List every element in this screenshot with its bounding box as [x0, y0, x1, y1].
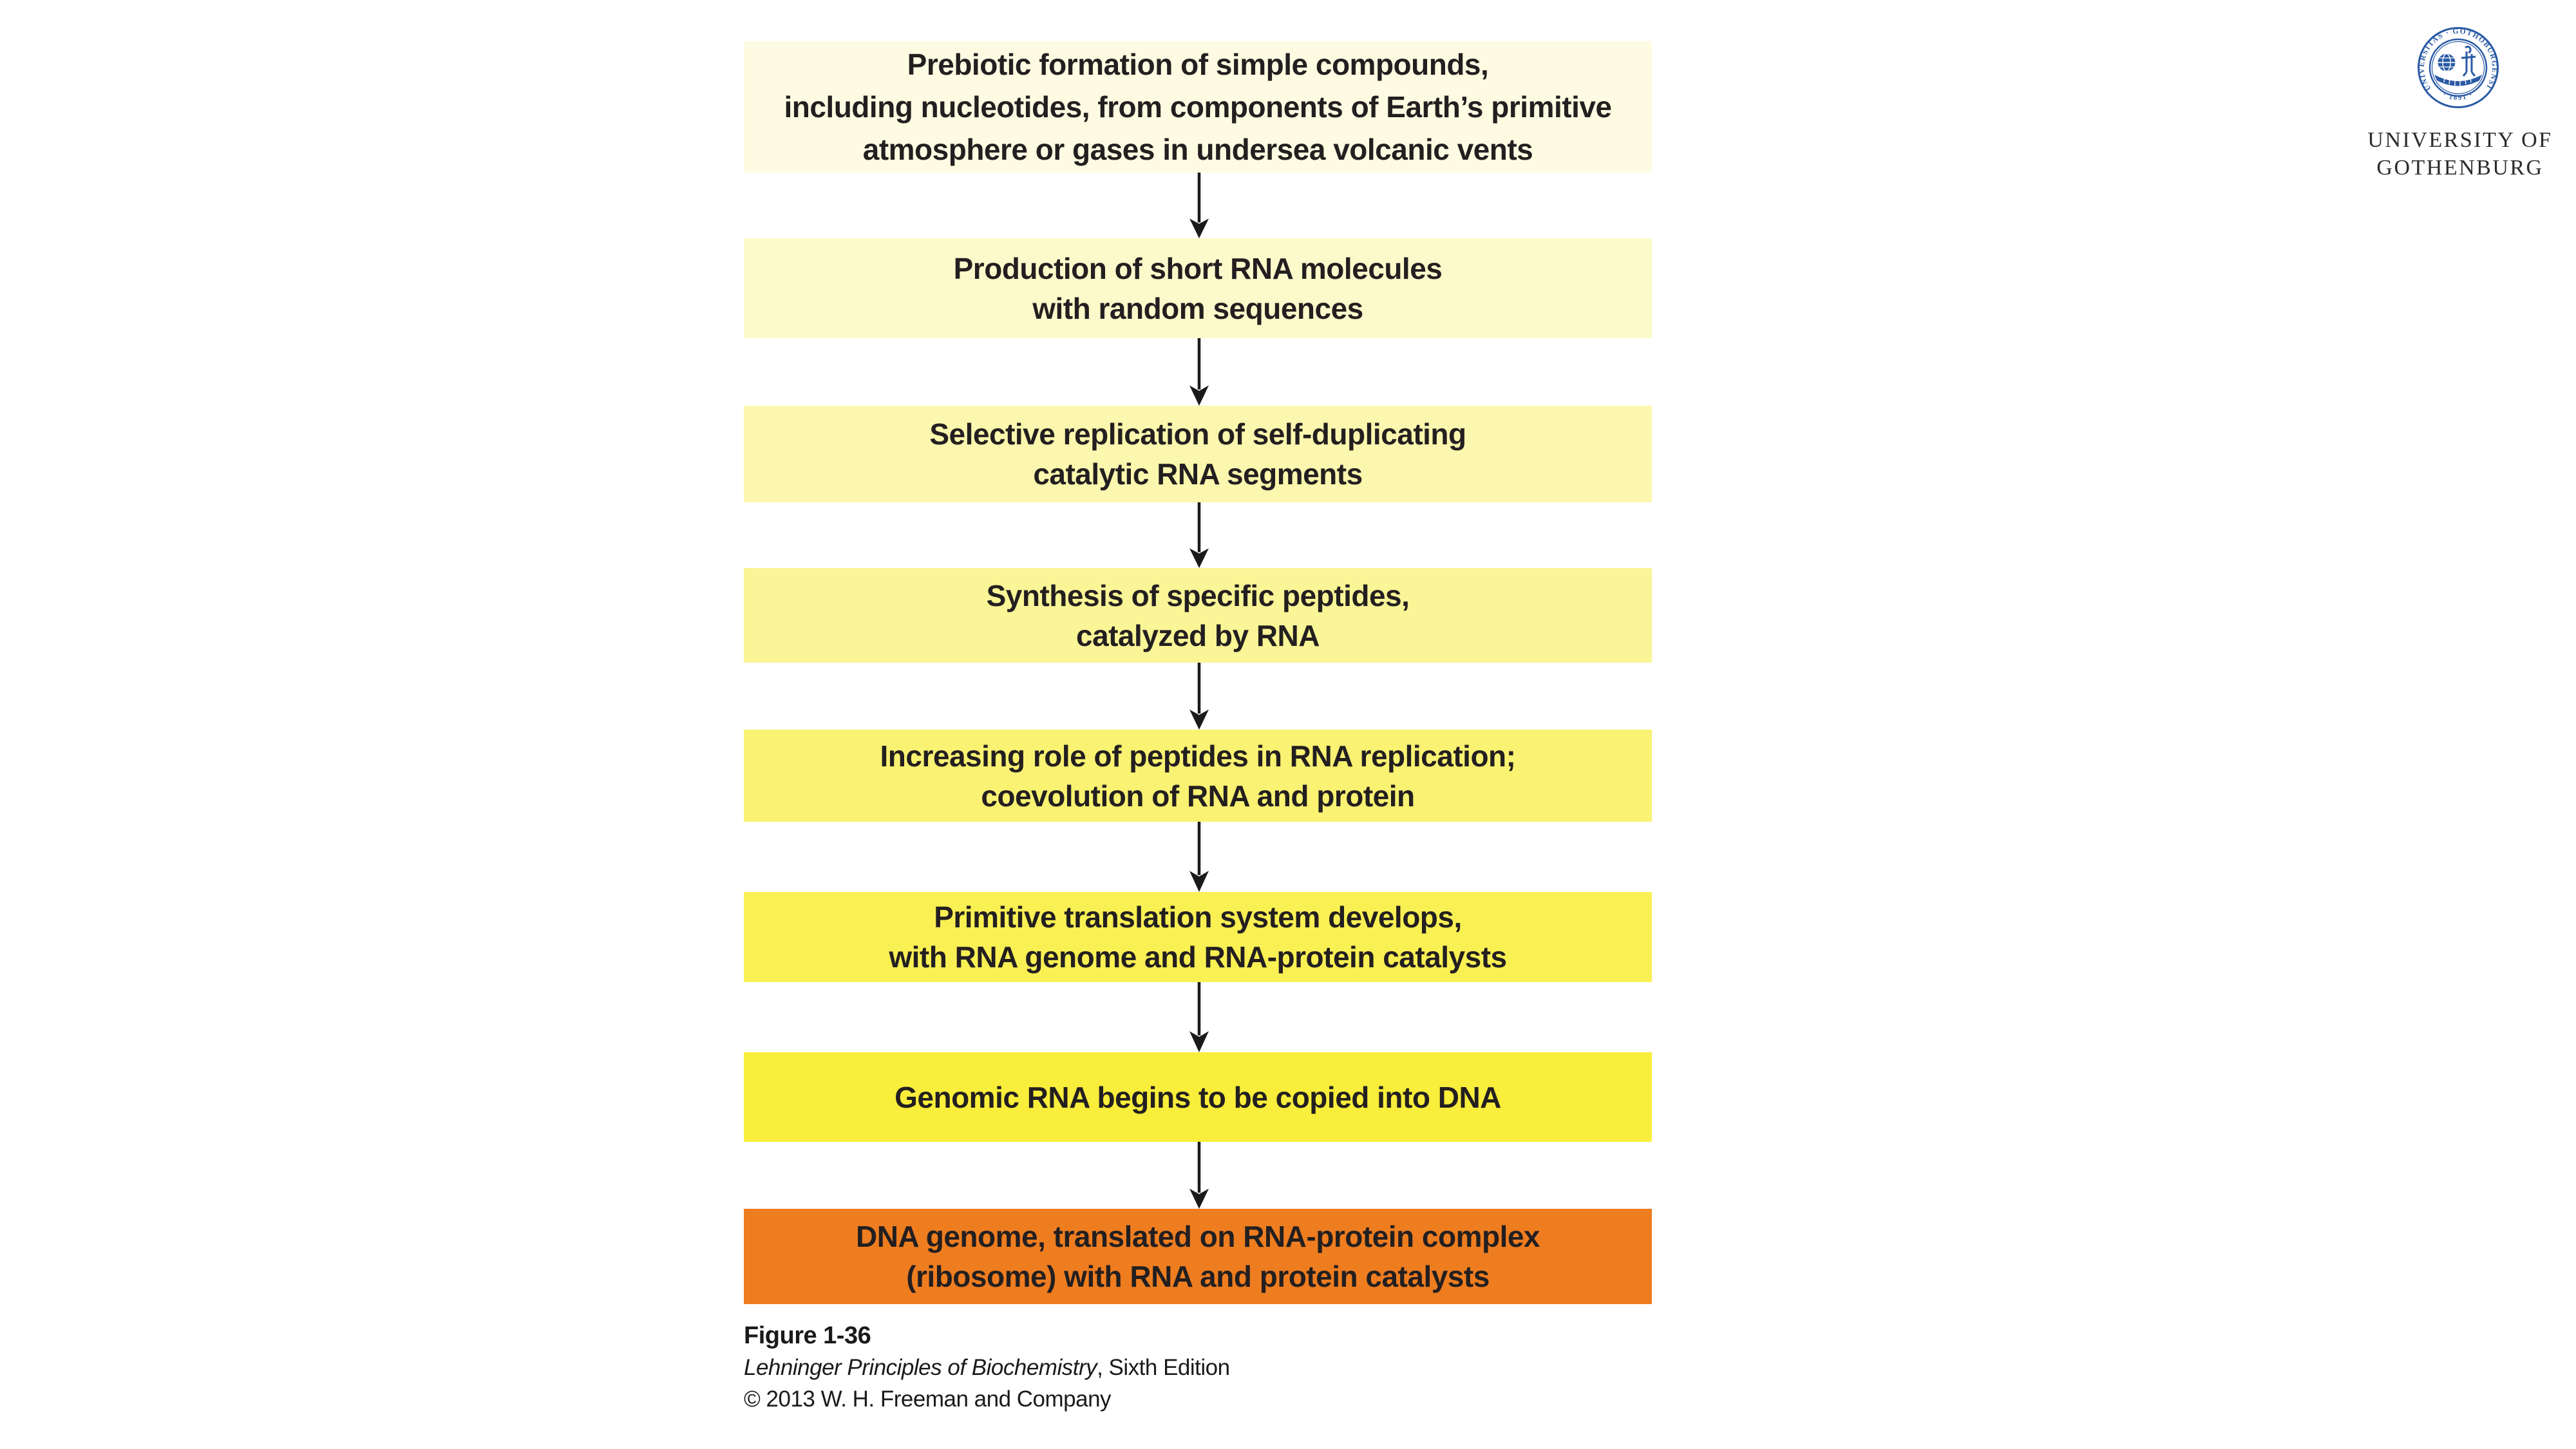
seal-figure-icon	[2461, 45, 2476, 77]
university-seal-icon: UNIVERSITAS · GOTHOBURGENSIS · 1891 ·	[2416, 26, 2499, 108]
flow-step-dna-genome: DNA genome, translated on RNA-protein co…	[744, 1209, 1652, 1304]
seal-year-text: · 1891 ·	[2441, 91, 2474, 102]
flow-step-short-rna: Production of short RNA molecules with r…	[744, 238, 1652, 338]
book-reference: Lehninger Principles of Biochemistry, Si…	[744, 1352, 1230, 1383]
wordmark-line1: UNIVERSITY OF	[2367, 128, 2553, 152]
down-arrow-icon	[1189, 502, 1209, 568]
figure-label: Figure 1-36	[744, 1322, 871, 1349]
flow-step-prebiotic-formation: Prebiotic formation of simple compounds,…	[744, 41, 1652, 173]
seal-globe-icon	[2438, 53, 2456, 72]
book-title: Lehninger Principles of Biochemistry	[744, 1355, 1097, 1380]
university-wordmark: UNIVERSITY OF GOTHENBURG	[2339, 126, 2576, 182]
flow-step-rna-to-dna: Genomic RNA begins to be copied into DNA	[744, 1052, 1652, 1142]
seal-ship-icon	[2434, 75, 2482, 86]
down-arrow-icon	[1189, 173, 1209, 238]
flow-step-selective-replication: Selective replication of self-duplicatin…	[744, 406, 1652, 502]
down-arrow-icon	[1189, 822, 1209, 892]
flow-step-peptide-role: Increasing role of peptides in RNA repli…	[744, 730, 1652, 822]
down-arrow-icon	[1189, 338, 1209, 406]
flow-step-translation-system: Primitive translation system develops, w…	[744, 892, 1652, 982]
copyright-line: © 2013 W. H. Freeman and Company	[744, 1387, 1112, 1412]
flow-step-peptide-synthesis: Synthesis of specific peptides, catalyze…	[744, 568, 1652, 663]
down-arrow-icon	[1189, 982, 1209, 1052]
down-arrow-icon	[1189, 663, 1209, 730]
svg-text:· 1891 ·: · 1891 ·	[2441, 91, 2475, 102]
wordmark-line2: GOTHENBURG	[2376, 156, 2544, 180]
book-edition: , Sixth Edition	[1097, 1355, 1230, 1380]
figure-caption: Figure 1-36 Lehninger Principles of Bioc…	[744, 1320, 1230, 1415]
down-arrow-icon	[1189, 1142, 1209, 1209]
